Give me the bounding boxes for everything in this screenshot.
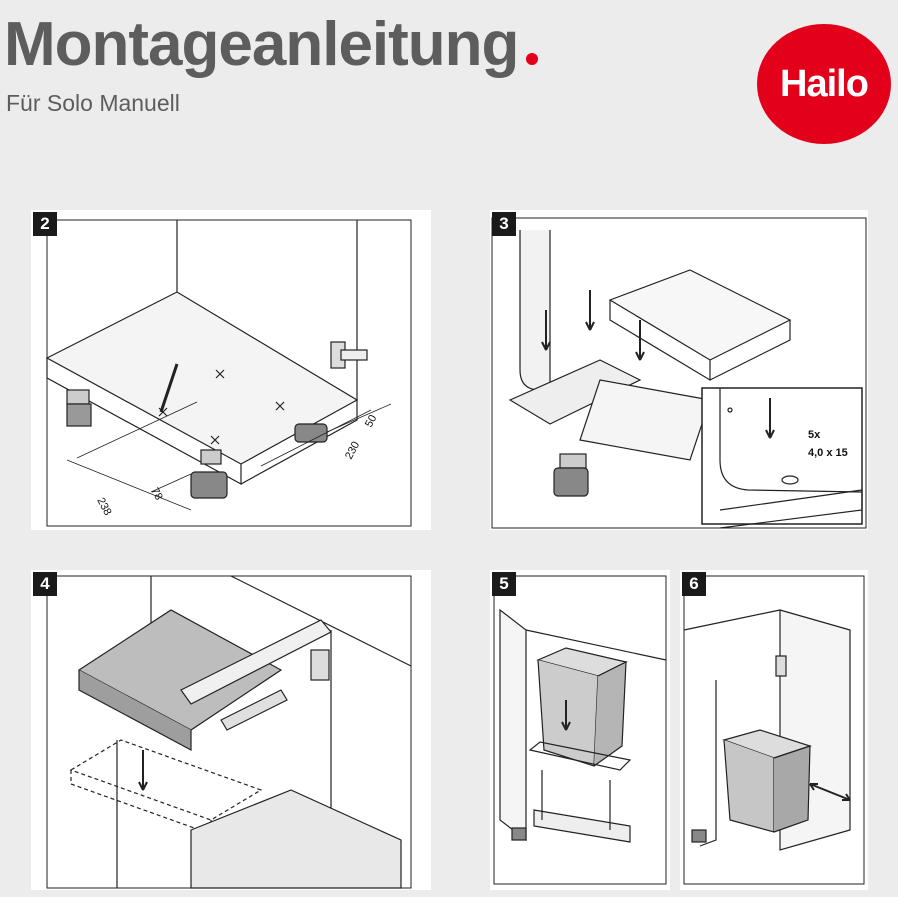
step-6-badge: 6 [682,572,706,596]
step-5-panel: 5 [490,570,670,890]
screw-size: 4,0 x 15 [808,447,848,459]
dim-50: 50 [363,413,379,429]
step-5-illustration [493,575,667,885]
step-5-badge: 5 [492,572,516,596]
step-4-badge: 4 [33,572,57,596]
hailo-logo: Hailo [757,24,891,144]
step-6-illustration [683,575,865,885]
step-4-panel: 4 [31,570,431,890]
step-2-badge: 2 [33,212,57,236]
step-2-illustration: 50 230 238 78 [45,219,412,527]
dim-238: 238 [94,496,113,518]
dim-78: 78 [148,486,164,502]
step-6-panel: 6 [680,570,868,890]
step-3-badge: 3 [492,212,516,236]
page-title-text: Montageanleitung [4,10,519,79]
logo-text: Hailo [780,62,869,105]
step-2-panel: 2 50 230 238 [31,210,431,530]
dim-230: 230 [343,440,362,462]
step-3-panel: 3 5x 4,0 x 15 [490,210,868,530]
title-dot [526,53,539,65]
step-3-illustration: 5x 4,0 x 15 [491,217,867,529]
page-subtitle: Für Solo Manuell [6,90,180,116]
screw-count: 5x [808,429,821,441]
page-title: Montageanleitung [4,14,539,76]
step-4-illustration [46,575,412,889]
